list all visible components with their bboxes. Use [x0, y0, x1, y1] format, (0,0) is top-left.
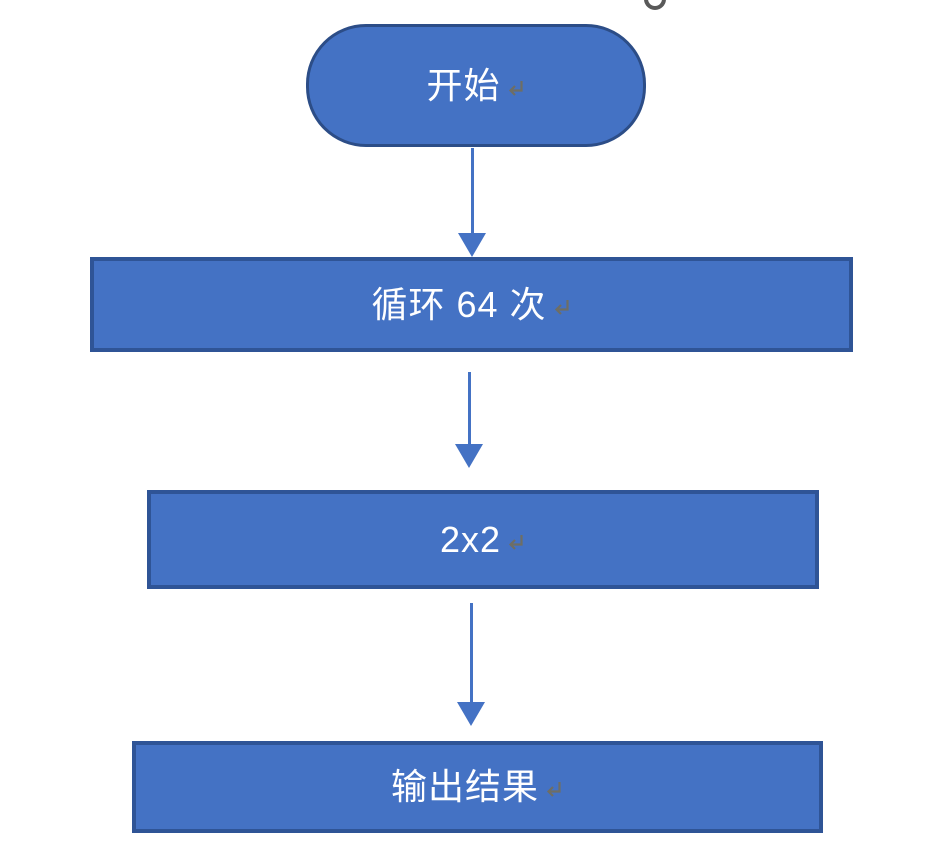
arrowhead-icon — [458, 233, 486, 257]
flowchart-node-start[interactable]: 开始 — [306, 24, 646, 147]
connector-start-to-loop[interactable] — [471, 148, 474, 234]
paragraph-return-icon — [504, 77, 526, 99]
arrowhead-icon — [457, 702, 485, 726]
connector-loop-to-pool[interactable] — [468, 372, 471, 446]
flowchart-node-loop[interactable]: 循环 64 次 — [90, 257, 853, 352]
connector-pool-to-output[interactable] — [470, 603, 473, 703]
node-start-label: 开始 — [426, 64, 501, 106]
flowchart-node-pool[interactable]: 2x2 — [147, 490, 819, 589]
node-loop-label: 循环 64 次 — [371, 283, 547, 325]
paragraph-return-icon — [550, 296, 572, 318]
flowchart-node-output[interactable]: 输出结果 — [132, 741, 823, 833]
paragraph-return-icon — [504, 531, 526, 553]
paragraph-return-icon — [542, 778, 564, 800]
rotate-handle[interactable] — [644, 0, 666, 10]
node-output-label: 输出结果 — [390, 766, 539, 807]
node-pool-label: 2x2 — [439, 518, 502, 560]
arrowhead-icon — [455, 444, 483, 468]
